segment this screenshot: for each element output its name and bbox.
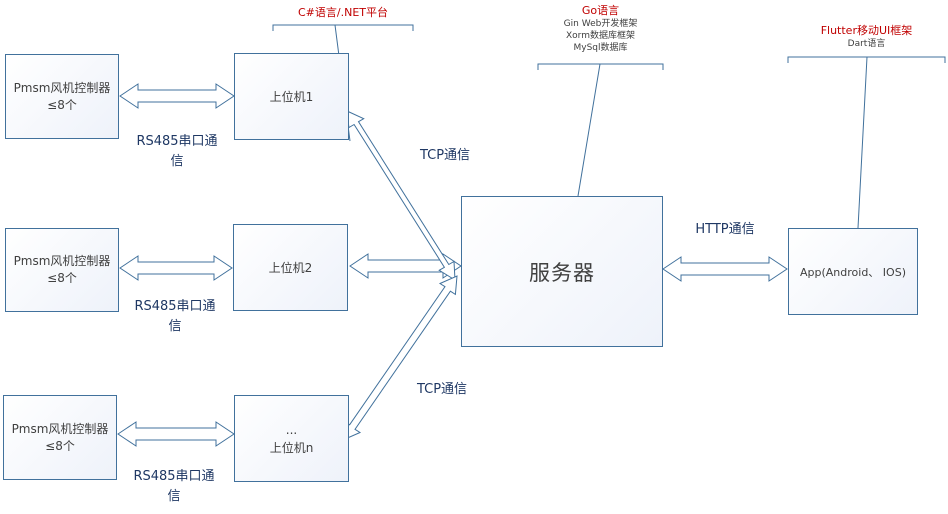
host-computer-n: ... 上位机n <box>234 395 349 482</box>
server-note-bracket <box>537 63 664 197</box>
app-tech-note: Flutter移动UI框架 Dart语言 <box>788 24 945 50</box>
host-ellipsis: ... <box>285 422 298 437</box>
app-label: App(Android、 IOS) <box>800 265 906 279</box>
server-note-item: MySql数据库 <box>573 43 628 53</box>
fan-controller-2: Pmsm风机控制器 ≤8个 <box>5 228 119 312</box>
app-note-bracket <box>787 56 946 229</box>
rs485-label-line: RS485串口通 <box>134 299 216 314</box>
controller-name: Pmsm风机控制器 <box>13 80 111 95</box>
controller-count: ≤8个 <box>47 271 77 285</box>
mobile-app-box: App(Android、 IOS) <box>788 228 918 315</box>
host-computer-2: 上位机2 <box>233 224 348 311</box>
controller-count: ≤8个 <box>47 97 77 112</box>
rs485-arrow-1 <box>119 83 235 109</box>
fan-controller-1: Pmsm风机控制器 ≤8个 <box>5 54 119 139</box>
server-note-item: Gin Web开发框架 <box>563 19 638 29</box>
host-note-title: C#语言/.NET平台 <box>298 6 388 19</box>
rs485-label-line: 信 <box>167 489 181 504</box>
host-computer-1: 上位机1 <box>234 53 349 140</box>
rs485-label-line: 信 <box>170 154 184 169</box>
rs485-arrow-3 <box>117 421 235 447</box>
controller-name: Pmsm风机控制器 <box>13 254 111 268</box>
tcp-arrow-1 <box>346 110 456 281</box>
server-box: 服务器 <box>461 196 663 347</box>
rs485-label-line: 信 <box>168 319 182 334</box>
host-name: 上位机1 <box>269 89 314 104</box>
tcp-label-1: TCP通信 <box>419 148 471 163</box>
app-note-sub: Dart语言 <box>847 39 886 49</box>
rs485-label-2: RS485串口通 信 <box>115 297 235 337</box>
rs485-label-line: RS485串口通 <box>136 134 218 149</box>
controller-name: Pmsm风机控制器 <box>11 421 109 436</box>
host-name: 上位机n <box>269 440 314 455</box>
http-label: HTTP通信 <box>695 222 755 237</box>
rs485-label-3: RS485串口通 信 <box>114 467 234 507</box>
fan-controller-3: Pmsm风机控制器 ≤8个 <box>3 395 117 480</box>
server-label: 服务器 <box>529 260 595 285</box>
server-note-item: Xorm数据库框架 <box>566 31 635 41</box>
http-arrow <box>662 256 788 282</box>
host-name: 上位机2 <box>268 260 313 275</box>
host-tech-note: C#语言/.NET平台 <box>273 6 413 20</box>
rs485-label-line: RS485串口通 <box>133 469 215 484</box>
controller-count: ≤8个 <box>45 438 75 453</box>
rs485-arrow-2 <box>119 255 233 281</box>
server-note-title: Go语言 <box>581 4 620 17</box>
tcp-label-2: TCP通信 <box>416 382 468 397</box>
app-note-title: Flutter移动UI框架 <box>820 24 913 37</box>
rs485-label-1: RS485串口通 信 <box>117 132 237 172</box>
server-tech-note: Go语言 Gin Web开发框架 Xorm数据库框架 MySql数据库 <box>538 4 663 54</box>
tcp-arrow-n <box>342 275 458 441</box>
